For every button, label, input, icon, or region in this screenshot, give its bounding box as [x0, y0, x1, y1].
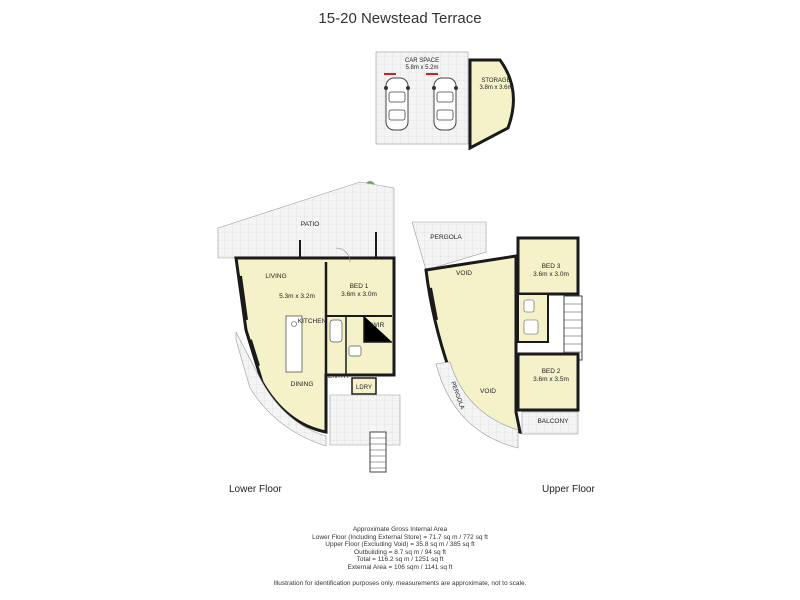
entry-label: ENTRY [328, 373, 351, 380]
area-line: External Area = 106 sqm / 1141 sq ft [347, 563, 453, 571]
bed1-label: BED 1 [350, 283, 369, 290]
void-bottom-label: VOID [480, 388, 496, 395]
balcony-label: BALCONY [537, 418, 569, 425]
bed1-size: 3.6m x 3.0m [341, 291, 377, 298]
living-label: LIVING [265, 273, 286, 280]
wir-label: WIR [372, 322, 385, 329]
plan-title: 15-20 Newstead Terrace [318, 10, 482, 27]
car-icon [432, 77, 458, 131]
car-space-area: CAR SPACE 5.8m x 5.2m [375, 51, 469, 145]
car-space-size: 5.8m x 5.2m [405, 65, 438, 71]
upper-floor-plan: PERGOLA VOID VOID PERGOLA BED 3 3.6m x 3… [411, 221, 583, 449]
bed2-size: 3.6m x 3.5m [533, 376, 569, 383]
kitchen-label: KITCHEN [298, 318, 327, 325]
area-summary: Approximate Gross Internal Area Lower Fl… [0, 526, 800, 572]
living-size: 5.3m x 3.2m [279, 293, 315, 300]
area-line: Lower Floor (Including External Store) =… [312, 533, 488, 541]
disclaimer-text: Illustration for identification purposes… [273, 580, 527, 587]
pergola-top-label: PERGOLA [430, 234, 462, 241]
car-space-label: CAR SPACE [405, 58, 439, 64]
upper-floor-label: Upper Floor [542, 484, 595, 495]
storage-size: 3.8m x 3.6m [479, 85, 512, 91]
dining-label: DINING [291, 381, 314, 388]
storage-label: STORAGE [481, 78, 510, 84]
area-line: Upper Floor (Excluding Void) = 35.8 sq m… [325, 541, 475, 549]
stairs-icon [369, 431, 387, 473]
lower-floor-label: Lower Floor [229, 484, 282, 495]
area-line: Approximate Gross Internal Area [352, 526, 448, 533]
stairs-icon [563, 295, 583, 361]
ldry-label: LDRY [356, 385, 372, 391]
lower-floor-plan: PATIO LIVING 5.3m x 3.2m BED 1 3.6m x 3.… [217, 181, 401, 473]
area-line: Total = 116.2 sq m / 1251 sq ft [356, 556, 444, 564]
void-top-label: VOID [456, 270, 472, 277]
bed3-label: BED 3 [542, 263, 561, 270]
area-line: Outbuilding = 8.7 sq m / 94 sq ft [354, 548, 446, 556]
car-icon [384, 77, 410, 131]
bed3-size: 3.6m x 3.0m [533, 271, 569, 278]
storage-room: STORAGE 3.8m x 3.6m [468, 58, 515, 151]
patio-label: PATIO [301, 221, 320, 228]
bed2-label: BED 2 [542, 368, 561, 375]
